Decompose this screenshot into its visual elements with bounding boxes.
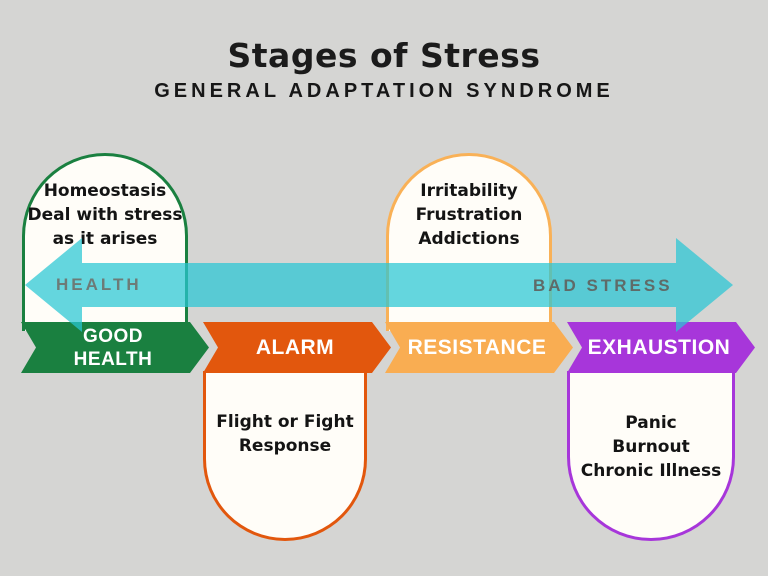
stage-banner-resistance: RESISTANCE <box>385 322 573 373</box>
stage-banner-good-health: GOOD HEALTH <box>21 322 209 373</box>
note-line: Addictions <box>418 229 520 249</box>
exhaustion-note: Panic Burnout Chronic Illness <box>570 371 732 483</box>
double-headed-arrow <box>25 238 733 332</box>
health-direction-label: HEALTH <box>56 275 142 294</box>
note-line: Panic <box>625 413 677 433</box>
note-line: Deal with stress <box>27 205 183 225</box>
stage-banner-alarm: ALARM <box>203 322 391 373</box>
stage-label: ALARM <box>255 336 335 359</box>
note-line: Irritability <box>420 181 518 201</box>
page-subtitle: GENERAL ADAPTATION SYNDROME <box>154 80 614 102</box>
alarm-note: Flight or Fight Response <box>206 371 364 458</box>
page-title: Stages of Stress <box>227 36 541 75</box>
resistance-note: Irritability Frustration Addictions <box>389 156 549 251</box>
note-line: Homeostasis <box>43 181 167 201</box>
note-line: Response <box>238 436 332 456</box>
card-alarm-symptoms: Flight or Fight Response <box>203 371 367 541</box>
note-line: Flight or Fight <box>216 412 354 432</box>
arrow-shape <box>25 238 733 332</box>
stage-label: GOOD HEALTH <box>74 325 153 371</box>
stage-label: EXHAUSTION <box>587 336 731 359</box>
stage-label: RESISTANCE <box>407 336 547 359</box>
note-line: Chronic Illness <box>580 461 722 481</box>
card-exhaustion-symptoms: Panic Burnout Chronic Illness <box>567 371 735 541</box>
note-line: Frustration <box>415 205 523 225</box>
stage-banner-exhaustion: EXHAUSTION <box>567 322 755 373</box>
stage-label-line: HEALTH <box>73 348 153 370</box>
bad-stress-direction-label: BAD STRESS <box>533 276 673 295</box>
stage-label-line: GOOD <box>82 325 144 347</box>
note-line: Burnout <box>612 437 690 457</box>
